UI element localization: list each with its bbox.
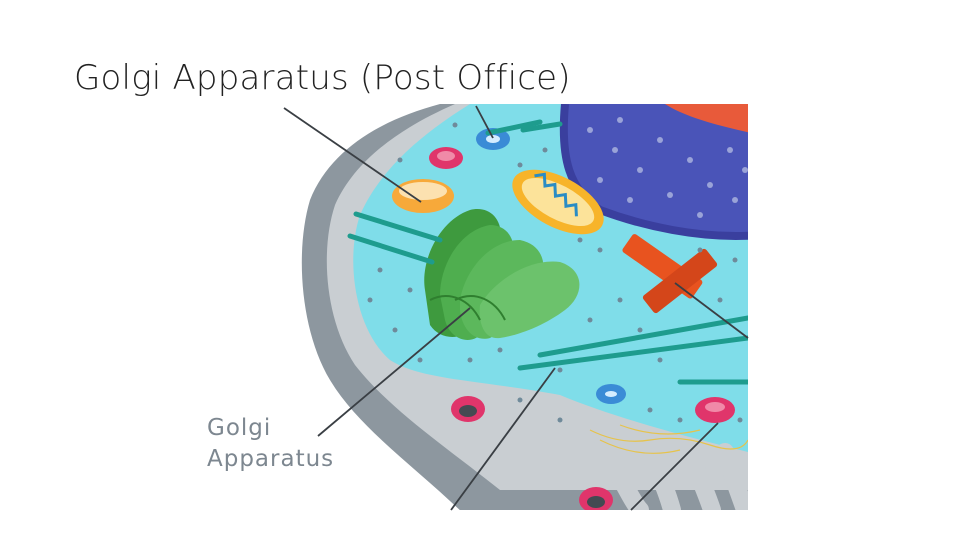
golgi-apparatus [424, 209, 580, 340]
microvilli [591, 441, 748, 510]
centrosome [622, 234, 718, 314]
pointer-lines [283, 105, 749, 511]
lysosome-1 [429, 147, 463, 169]
golgi-callout-label: Golgi Apparatus [207, 413, 334, 475]
lysosome-2 [695, 397, 735, 423]
callout-line-2: Apparatus [207, 446, 335, 472]
callout-line-1: Golgi [207, 415, 272, 441]
vesicle [392, 179, 454, 213]
peroxisome-1 [476, 128, 510, 150]
endoplasmic-reticulum [347, 119, 748, 385]
fiber-network [589, 424, 748, 454]
nucleus [563, 104, 748, 236]
slide-title: Golgi Apparatus (Post Office) [74, 58, 571, 98]
peroxisome-2 [596, 384, 626, 404]
ribosomes [367, 122, 743, 423]
nucleolus [665, 104, 748, 133]
mitochondrion [512, 169, 604, 235]
nuclear-pores [587, 117, 748, 218]
lysosome-3 [451, 396, 485, 422]
lysosome-4 [579, 487, 613, 510]
